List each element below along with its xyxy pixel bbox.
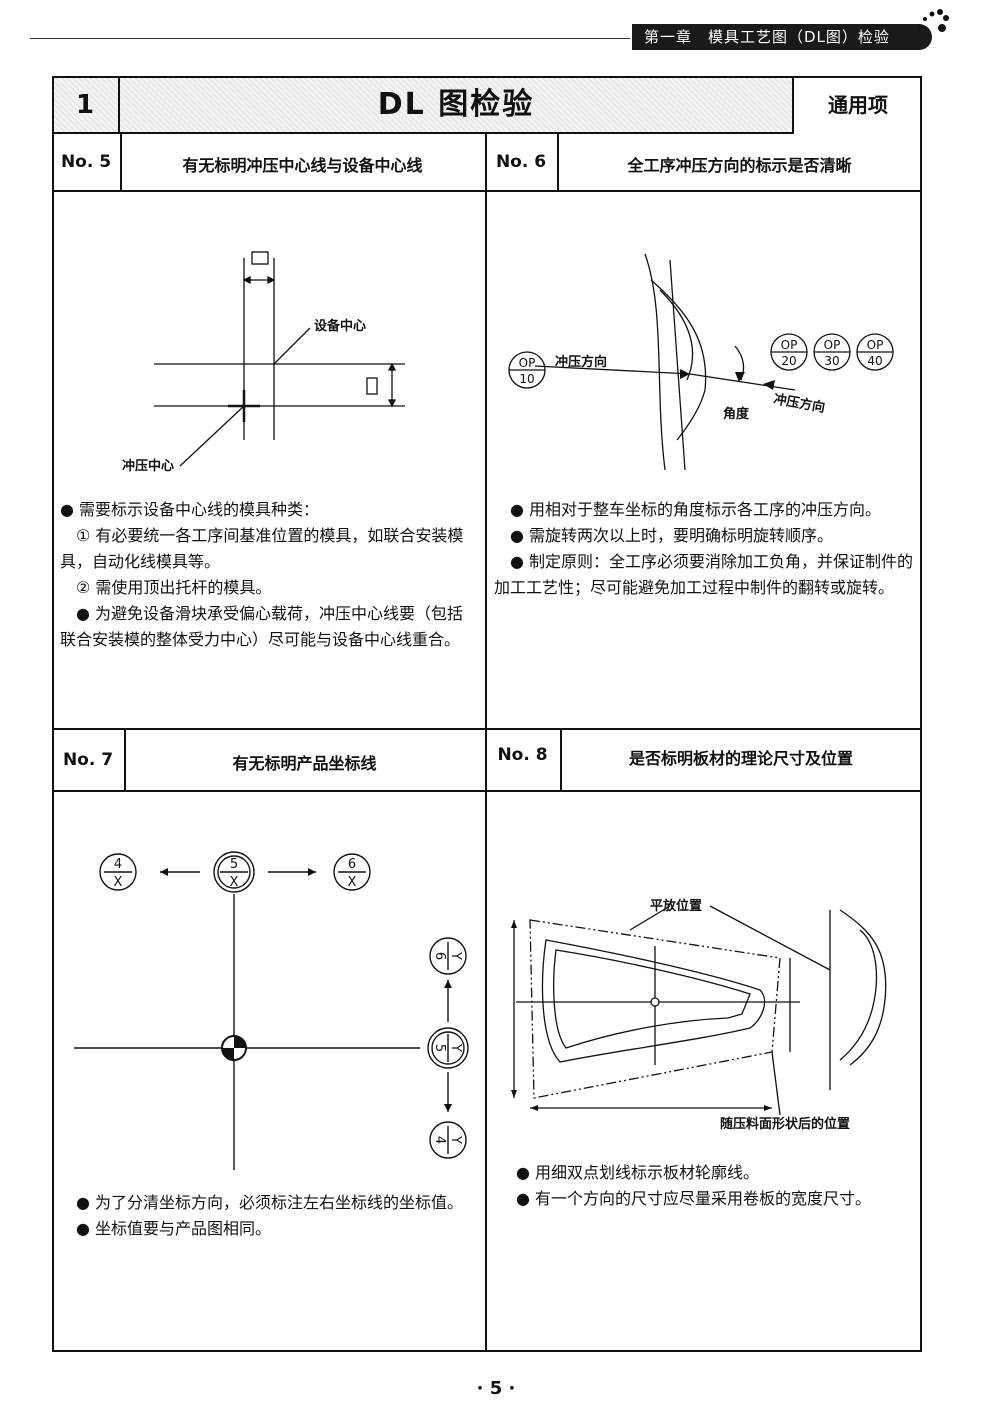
label-press-direction: 冲压方向 <box>772 391 826 416</box>
coordinate-axis: Y <box>448 1043 463 1052</box>
op-number-40: 40 <box>867 354 882 368</box>
op-label: OP <box>519 356 536 370</box>
label-press-direction: 冲压方向 <box>555 354 607 370</box>
item-number-6: No. 6 <box>495 152 547 172</box>
paragraph: ● 为了分清坐标方向，必须标注左右坐标线的坐标值。 <box>76 1193 464 1212</box>
row-divider-top <box>52 190 922 192</box>
label-after-press-position: 随压料面形状后的位置 <box>720 1116 850 1132</box>
coordinate-axis: X <box>348 875 357 890</box>
coordinate-value: 6 <box>348 857 356 872</box>
item-number-8: No. 8 <box>497 745 548 765</box>
paragraph: ● 坐标值要与产品图相同。 <box>76 1219 272 1238</box>
item-7-description: ● 为了分清坐标方向，必须标注左右坐标线的坐标值。 ● 坐标值要与产品图相同。 <box>60 1190 478 1242</box>
figure-press-direction: OP 10 OP 20 OP 30 OP 40 冲压方向 冲压方向 角度 <box>508 253 894 471</box>
label-angle: 角度 <box>723 406 750 422</box>
cell-divider <box>120 134 122 190</box>
item-6-description: ● 用相对于整车坐标的角度标示各工序的冲压方向。 ● 需旋转两次以上时，要明确标… <box>494 497 914 601</box>
paragraph: ● 制定原则：全工序必须要消除加工负角，并保证制件的加工工艺性；尽可能避免加工过… <box>494 552 914 597</box>
paragraph: ● 用相对于整车坐标的角度标示各工序的冲压方向。 <box>510 500 882 519</box>
coordinate-axis: Y <box>448 951 463 960</box>
title-row <box>52 76 922 134</box>
figure-center-lines: 设备中心 冲压中心 <box>122 251 405 474</box>
paragraph: ● 用细双点划线标示板材轮廓线。 <box>516 1163 760 1182</box>
coordinate-value: 4 <box>432 1136 447 1144</box>
page-number: · 5 · <box>476 1378 516 1399</box>
item-title-8: 是否标明板材的理论尺寸及位置 <box>628 749 853 768</box>
chapter-heading: 第一章 模具工艺图（DL图）检验 <box>632 24 932 50</box>
coordinate-value: 5 <box>432 1044 447 1052</box>
paragraph: ① 有必要统一各工序间基准位置的模具，如联合安装模具，自动化线模具等。 <box>60 526 464 571</box>
item-title-5: 有无标明冲压中心线与设备中心线 <box>182 156 423 175</box>
column-divider <box>485 134 487 1352</box>
paragraph: ● 有一个方向的尺寸应尽量采用卷板的宽度尺寸。 <box>516 1189 872 1208</box>
label-equipment-center: 设备中心 <box>314 318 366 334</box>
op-label: OP <box>781 338 798 352</box>
item-number-5: No. 5 <box>60 152 112 172</box>
paragraph: ● 为避免设备滑块承受偏心载荷，冲压中心线要（包括联合安装模的整体受力中心）尽可… <box>60 604 464 649</box>
op-label: OP <box>867 338 884 352</box>
label-flat-position: 平放位置 <box>650 898 702 914</box>
page-frame <box>52 76 922 1352</box>
op-number-30: 30 <box>824 354 839 368</box>
op-label: OP <box>824 338 841 352</box>
page-title: DL 图检验 <box>377 87 535 122</box>
item-title-6: 全工序冲压方向的标示是否清晰 <box>627 156 852 175</box>
figure-coordinate-lines: 4 X 5 X 6 X 6 Y 5 Y 4 Y <box>74 851 469 1170</box>
decorative-dots-icon <box>918 9 949 32</box>
coordinate-axis: X <box>230 875 239 890</box>
item-8-description: ● 用细双点划线标示板材轮廓线。 ● 有一个方向的尺寸应尽量采用卷板的宽度尺寸。 <box>516 1160 916 1212</box>
row-divider-lower <box>52 790 922 792</box>
item-5-description: ● 需要标示设备中心线的模具种类： ① 有必要统一各工序间基准位置的模具，如联合… <box>60 497 478 653</box>
cell-divider <box>557 134 559 190</box>
cell-divider <box>124 728 126 790</box>
coordinate-value: 5 <box>230 857 238 872</box>
paragraph: ● 需旋转两次以上时，要明确标明旋转顺序。 <box>510 526 834 545</box>
header-rule <box>30 38 630 39</box>
cell-divider <box>560 728 562 790</box>
section-number: 1 <box>52 76 120 134</box>
coordinate-axis: X <box>114 875 123 890</box>
coordinate-axis: Y <box>448 1135 463 1144</box>
category-label: 通用项 <box>792 76 922 134</box>
item-title-7: 有无标明产品坐标线 <box>232 754 377 773</box>
label-press-center: 冲压中心 <box>122 458 174 474</box>
coordinate-value: 4 <box>114 857 122 872</box>
row-divider-middle <box>52 728 922 730</box>
op-number-10: 10 <box>519 372 534 386</box>
item-number-7: No. 7 <box>62 750 114 770</box>
paragraph: ● 需要标示设备中心线的模具种类： <box>60 500 320 519</box>
figure-blank-size: 平放位置 随压料面形状后的位置 <box>511 898 887 1132</box>
op-number-20: 20 <box>781 354 796 368</box>
coordinate-value: 6 <box>432 952 447 960</box>
paragraph: ② 需使用顶出托杆的模具。 <box>76 578 272 597</box>
